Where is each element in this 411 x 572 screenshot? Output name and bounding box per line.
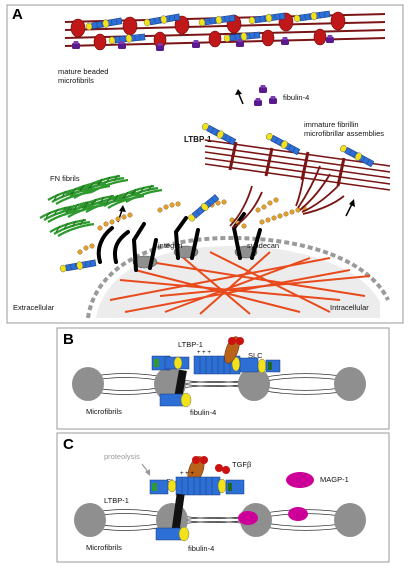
label-fibulin4-b: fibulin-4 xyxy=(190,408,216,417)
arrow-up-a2 xyxy=(345,203,353,217)
actin-filaments xyxy=(109,251,371,315)
label-fibulin4-a: fibulin-4 xyxy=(283,93,309,102)
label-microfibrils-b: Microfibrils xyxy=(86,407,122,416)
svg-text:+ + +: + + + xyxy=(197,350,211,356)
label-ltbp1-a: LTBP-1 xyxy=(184,135,212,144)
panel-a-letter: A xyxy=(12,6,23,23)
tgfb-b xyxy=(222,466,230,474)
proteolysis-arrow xyxy=(141,463,149,473)
panel-c-frame xyxy=(56,432,390,563)
arrow-up-a1-head xyxy=(235,89,242,95)
ltbp1-complex-b: + + + xyxy=(151,336,281,408)
label-magp1: MAGP-1 xyxy=(320,475,349,484)
mature-microfibrils xyxy=(64,9,386,51)
label-fn-fibrils: FN fibrils xyxy=(50,174,80,183)
magp1-bound-a xyxy=(238,511,258,525)
svg-text:+ + +: + + + xyxy=(180,471,194,477)
microfibril-strands-b xyxy=(84,373,356,395)
proteolysis-arrow-head xyxy=(145,469,150,476)
cell-membrane xyxy=(86,235,390,319)
label-immature-line1: immature fibrillin xyxy=(304,120,359,129)
panel-b-letter: B xyxy=(63,331,74,348)
tgfb-a xyxy=(215,464,223,472)
label-ltbp1-c: LTBP-1 xyxy=(104,496,129,505)
nascent-fibrillin xyxy=(229,159,345,229)
label-immature-line2: microfibrillar assemblies xyxy=(304,129,384,138)
label-mature-line1: mature beaded xyxy=(58,67,108,76)
arrow-up-a3-head xyxy=(119,205,126,212)
panel-b-frame xyxy=(56,327,390,430)
immature-assemblies xyxy=(200,121,391,191)
magp1-free xyxy=(286,472,314,488)
label-extracellular: Extracellular xyxy=(13,303,55,312)
slc-tgfb-a xyxy=(192,456,200,464)
panel-c-letter: C xyxy=(63,436,74,453)
ltbp1-complex-c: + + + xyxy=(149,471,245,542)
label-slc-b: SLC xyxy=(248,351,263,360)
slc-tgfb-b xyxy=(200,456,208,464)
label-ltbp1-b: LTBP-1 xyxy=(178,340,203,349)
receptors xyxy=(96,212,262,272)
label-fibulin4-c: fibulin-4 xyxy=(188,544,214,553)
panel-a: A xyxy=(6,4,404,324)
arrow-up-a2-head xyxy=(349,199,355,207)
label-tgfb: TGFβ xyxy=(232,460,252,469)
panel-b: B xyxy=(56,327,390,430)
label-integrin: integrin xyxy=(158,241,183,250)
label-mature-line2: microfibrils xyxy=(58,76,94,85)
label-intracellular: Intracellular xyxy=(330,303,369,312)
label-microfibrils-c: Microfibrils xyxy=(86,543,122,552)
panel-c: C proteolysis SLC TGFβ MAGP-1 xyxy=(56,432,390,563)
label-syndecan: syndecan xyxy=(247,241,279,250)
magp1-bound-b xyxy=(288,507,308,521)
label-proteolysis: proteolysis xyxy=(104,452,140,461)
